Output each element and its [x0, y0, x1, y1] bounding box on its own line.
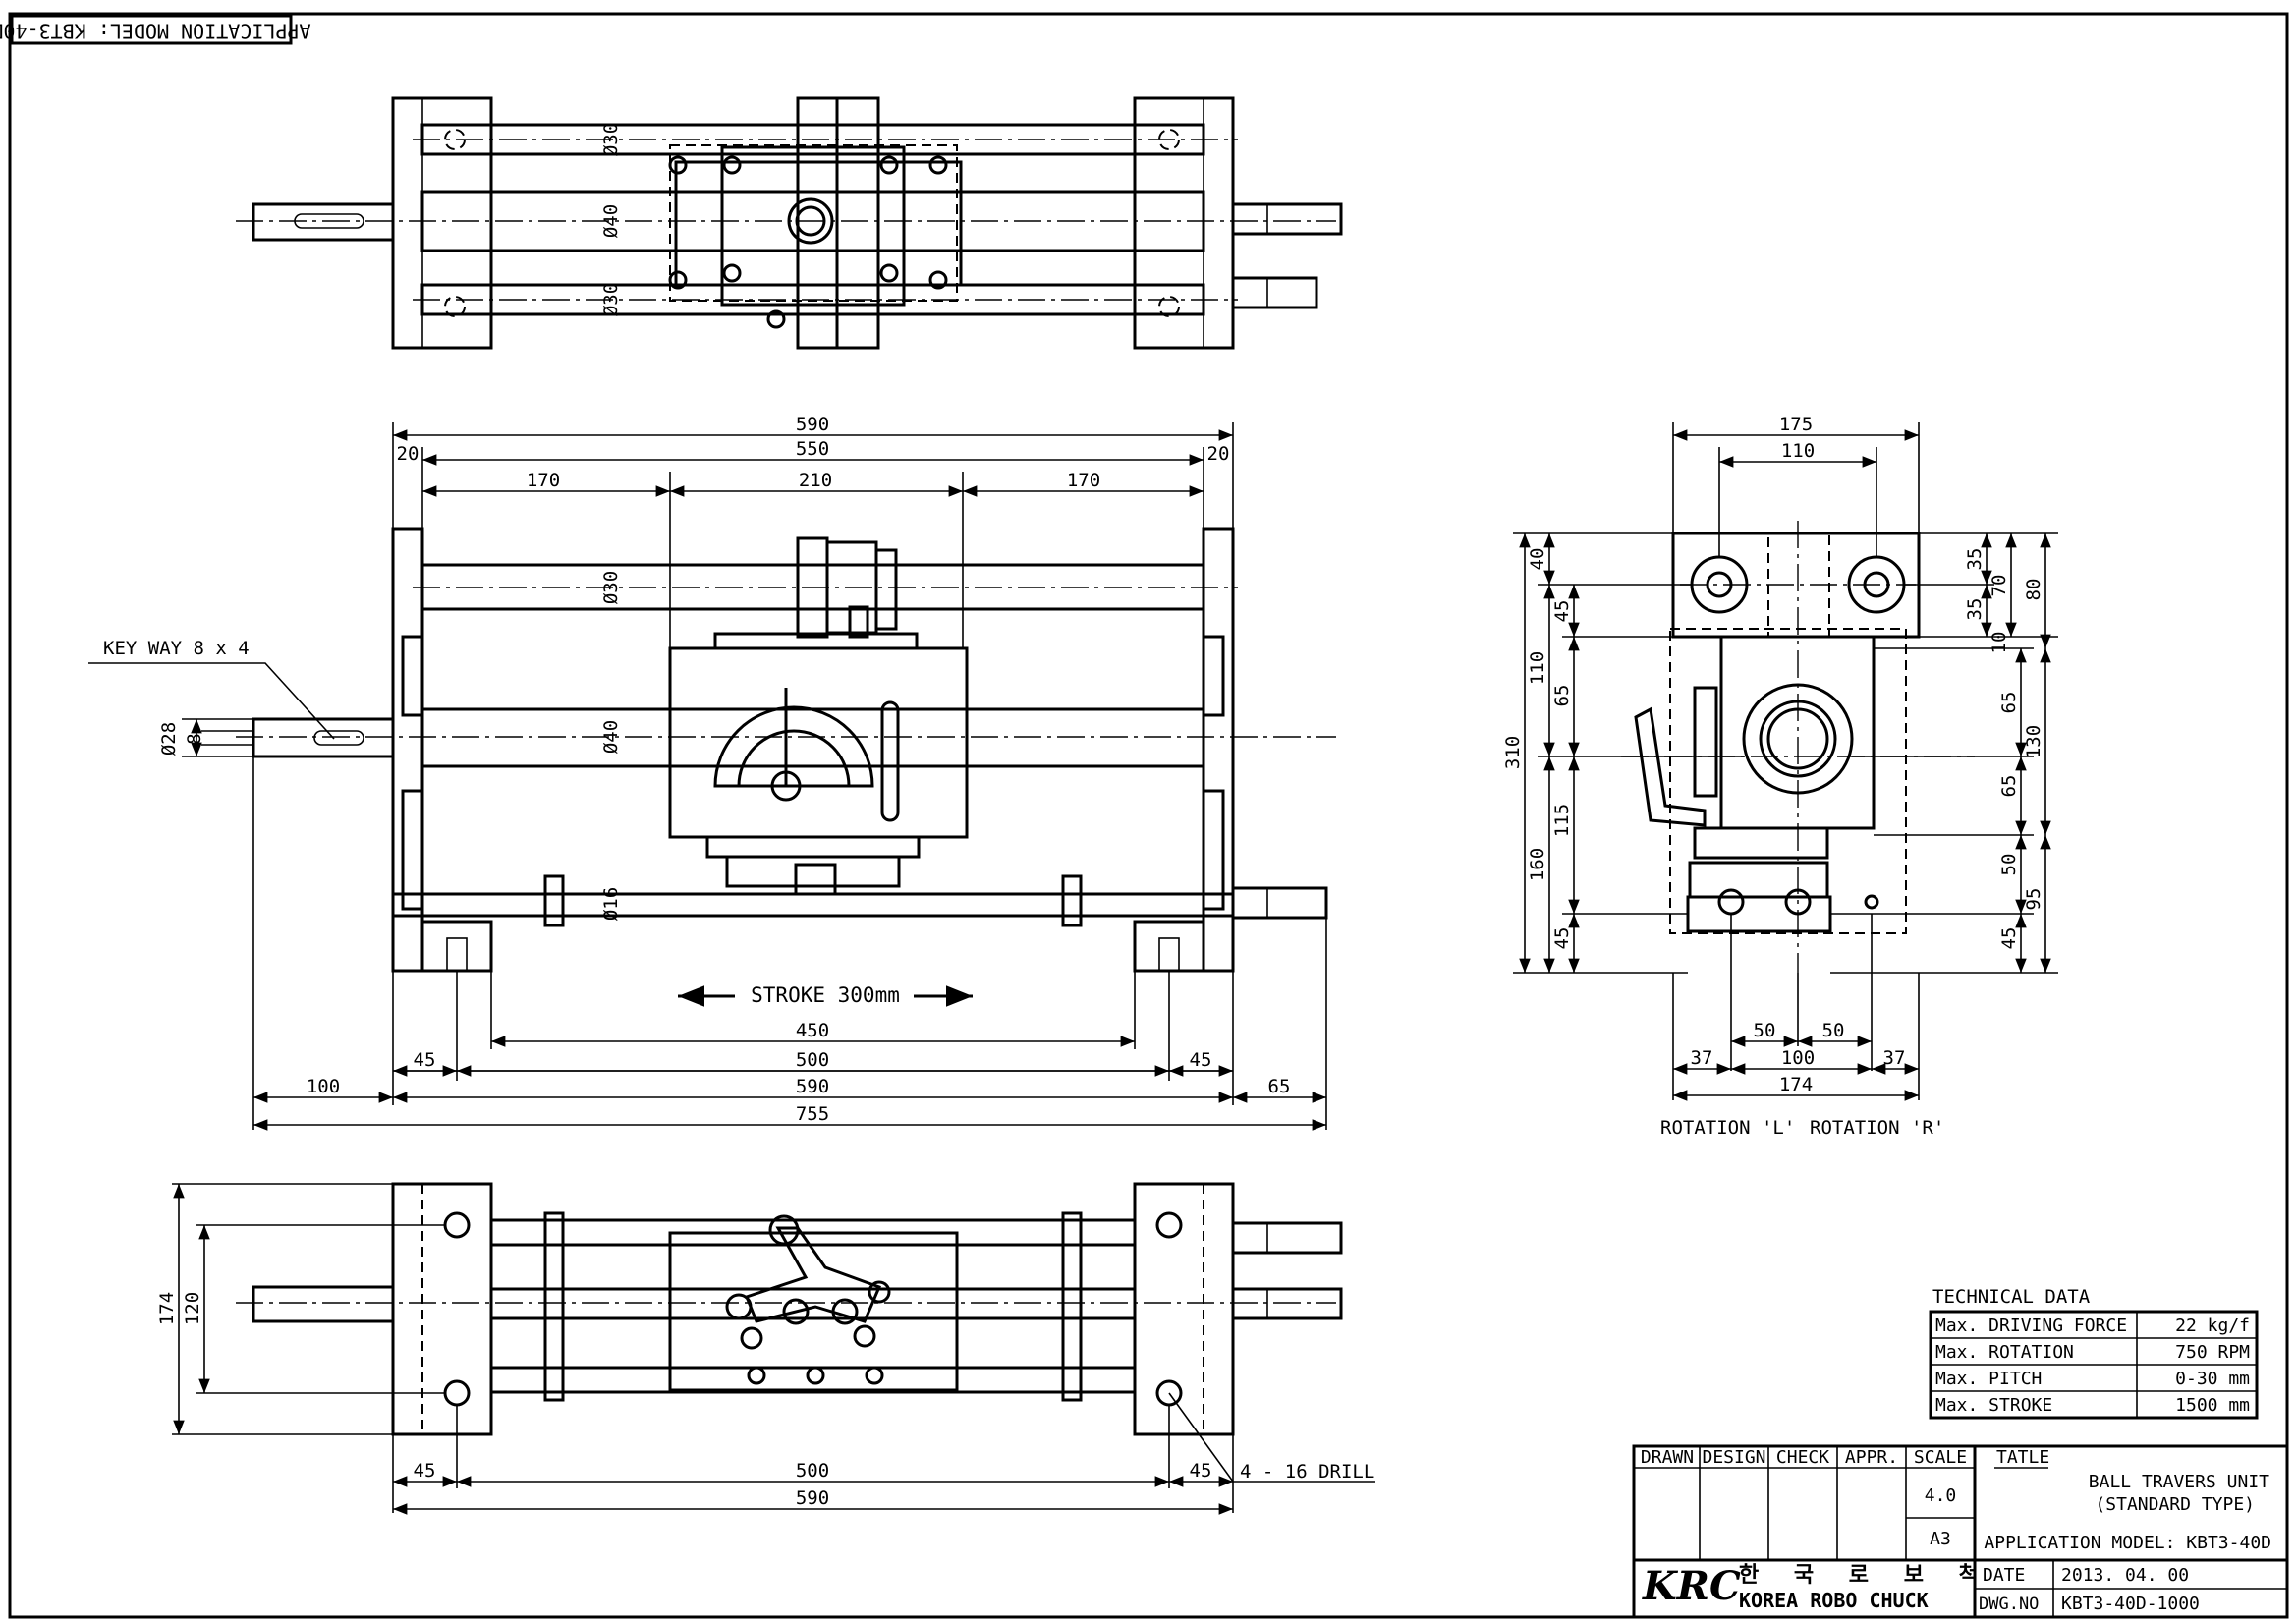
- front-dim-170-right: 170: [1067, 470, 1100, 491]
- front-rod-dim-3: Ø16: [600, 887, 622, 921]
- side-dim-95: 95: [2023, 888, 2044, 911]
- side-dim-130: 130: [2023, 725, 2044, 758]
- rotation-left-label: ROTATION 'L': [1660, 1117, 1795, 1139]
- bottom-dim-174: 174: [156, 1292, 178, 1325]
- company-korean: 한 국 로 보 척: [1739, 1563, 1992, 1588]
- stroke-label: STROKE 300mm: [751, 983, 900, 1007]
- side-dim-35-top: 35: [1964, 548, 1986, 571]
- front-dim-550: 550: [796, 438, 829, 460]
- header-appr: APPR.: [1845, 1447, 1898, 1468]
- tech-row-1-label: Max. DRIVING FORCE: [1935, 1316, 2127, 1336]
- top-view-dim-1: Ø30: [600, 123, 622, 156]
- front-dim-210: 210: [799, 470, 832, 491]
- header-drawn: DRAWN: [1641, 1447, 1694, 1468]
- date-value: 2013. 04. 00: [2061, 1565, 2189, 1586]
- side-dim-65-right-bottom: 65: [1998, 775, 2020, 798]
- side-dim-37-right: 37: [1883, 1047, 1906, 1069]
- front-rod-dim-1: Ø30: [600, 571, 622, 604]
- company-logo: KRC: [1642, 1563, 1741, 1609]
- front-dim-450: 450: [796, 1020, 829, 1041]
- shaft-dia-dim: Ø28: [158, 722, 180, 756]
- paper-size: A3: [1930, 1529, 1951, 1549]
- tech-row-4-value: 1500 mm: [2175, 1395, 2250, 1416]
- side-dim-37-left: 37: [1691, 1047, 1713, 1069]
- side-dim-80: 80: [2023, 579, 2044, 601]
- keyway-label: KEY WAY 8 x 4: [103, 638, 250, 659]
- tatle-label: TATLE: [1996, 1447, 2049, 1468]
- side-dim-115: 115: [1551, 804, 1573, 837]
- side-dim-65-right-top: 65: [1998, 692, 2020, 714]
- title-block: DRAWN DESIGN CHECK APPR. SCALE 4.0 A3 TA…: [1632, 1444, 2289, 1619]
- bottom-dim-45-left: 45: [414, 1460, 436, 1482]
- side-dim-160: 160: [1527, 848, 1548, 881]
- front-view: Ø30 Ø40 Ø16 KEY WAY 8 x 4 Ø28 8 590 550 …: [88, 414, 1336, 1131]
- front-dim-20-left: 20: [397, 443, 420, 465]
- front-dim-45-right: 45: [1190, 1049, 1212, 1071]
- side-dim-100: 100: [1781, 1047, 1815, 1069]
- dwg-value: KBT3-40D-1000: [2061, 1594, 2200, 1614]
- side-dim-65-left: 65: [1551, 685, 1573, 707]
- scale-value: 4.0: [1925, 1485, 1957, 1506]
- title-line-1: BALL TRAVERS UNIT: [2089, 1472, 2269, 1492]
- scale-label: SCALE: [1914, 1447, 1967, 1468]
- side-dim-10: 10: [1988, 632, 2010, 654]
- front-dim-20-right: 20: [1207, 443, 1230, 465]
- side-dim-310: 310: [1502, 736, 1524, 769]
- tech-row-3-label: Max. PITCH: [1935, 1369, 2042, 1389]
- front-dim-590-bottom: 590: [796, 1076, 829, 1097]
- side-dim-50-bottom-left: 50: [1754, 1020, 1776, 1041]
- side-view: 175 110 310 40 110 160 45 65 115 45: [1502, 414, 2058, 1139]
- side-dim-45-top: 45: [1551, 600, 1573, 623]
- title-line-2: (STANDARD TYPE): [2095, 1494, 2255, 1515]
- side-dim-45-bottom-left: 45: [1551, 927, 1573, 950]
- top-view-dim-3: Ø30: [600, 283, 622, 316]
- front-dim-755: 755: [796, 1103, 829, 1125]
- technical-data-title: TECHNICAL DATA: [1932, 1286, 2091, 1308]
- tech-row-4-label: Max. STROKE: [1935, 1395, 2052, 1416]
- bottom-dim-45-right: 45: [1190, 1460, 1212, 1482]
- top-view: Ø30 Ø40 Ø30: [236, 96, 1343, 350]
- application-model: APPLICATION MODEL: KBT3-40D: [1984, 1533, 2271, 1553]
- bottom-view: 174 120 45 500 45 590 4 - 16 DRILL: [156, 1182, 1375, 1515]
- tech-row-2-label: Max. ROTATION: [1935, 1342, 2074, 1363]
- side-dim-35-mid: 35: [1964, 598, 1986, 621]
- front-dim-170-left: 170: [527, 470, 560, 491]
- front-dim-65: 65: [1268, 1076, 1291, 1097]
- side-dim-174: 174: [1779, 1074, 1813, 1095]
- application-model-tag: APPLICATION MODEL: KBT3-40D: [0, 14, 311, 45]
- front-dim-100: 100: [307, 1076, 340, 1097]
- side-dim-110: 110: [1781, 440, 1815, 462]
- top-view-dim-2: Ø40: [600, 204, 622, 238]
- front-dim-500: 500: [796, 1049, 829, 1071]
- side-dim-50-right: 50: [1998, 854, 2020, 876]
- side-dim-175: 175: [1779, 414, 1813, 435]
- keyway-width-dim: 8: [184, 733, 205, 744]
- drill-label: 4 - 16 DRILL: [1240, 1461, 1374, 1483]
- dwg-label: DWG.NO: [1979, 1595, 2039, 1614]
- technical-data-table: TECHNICAL DATA Max. DRIVING FORCE 22 kg/…: [1929, 1286, 2259, 1420]
- tech-row-2-value: 750 RPM: [2175, 1342, 2250, 1363]
- company-english: KOREA ROBO CHUCK: [1739, 1589, 1929, 1612]
- sheet-border: [8, 12, 2289, 1619]
- bottom-dim-120: 120: [182, 1292, 203, 1325]
- rotation-right-label: ROTATION 'R': [1810, 1117, 1944, 1139]
- front-dim-45-left: 45: [414, 1049, 436, 1071]
- front-dim-590-top: 590: [796, 414, 829, 435]
- bottom-dim-500: 500: [796, 1460, 829, 1482]
- application-model-tag-text: APPLICATION MODEL: KBT3-40D: [0, 20, 311, 43]
- header-design: DESIGN: [1702, 1447, 1765, 1468]
- date-label: DATE: [1983, 1565, 2025, 1586]
- side-dim-50-bottom-right: 50: [1822, 1020, 1845, 1041]
- tech-row-3-value: 0-30 mm: [2175, 1369, 2250, 1389]
- tech-row-1-value: 22 kg/f: [2175, 1316, 2250, 1336]
- side-dim-40: 40: [1527, 548, 1548, 571]
- bottom-dim-590: 590: [796, 1487, 829, 1509]
- header-check: CHECK: [1776, 1447, 1829, 1468]
- side-dim-45-right: 45: [1998, 927, 2020, 950]
- front-rod-dim-2: Ø40: [600, 720, 622, 754]
- side-dim-110-left: 110: [1527, 651, 1548, 685]
- side-dim-70: 70: [1988, 575, 2010, 597]
